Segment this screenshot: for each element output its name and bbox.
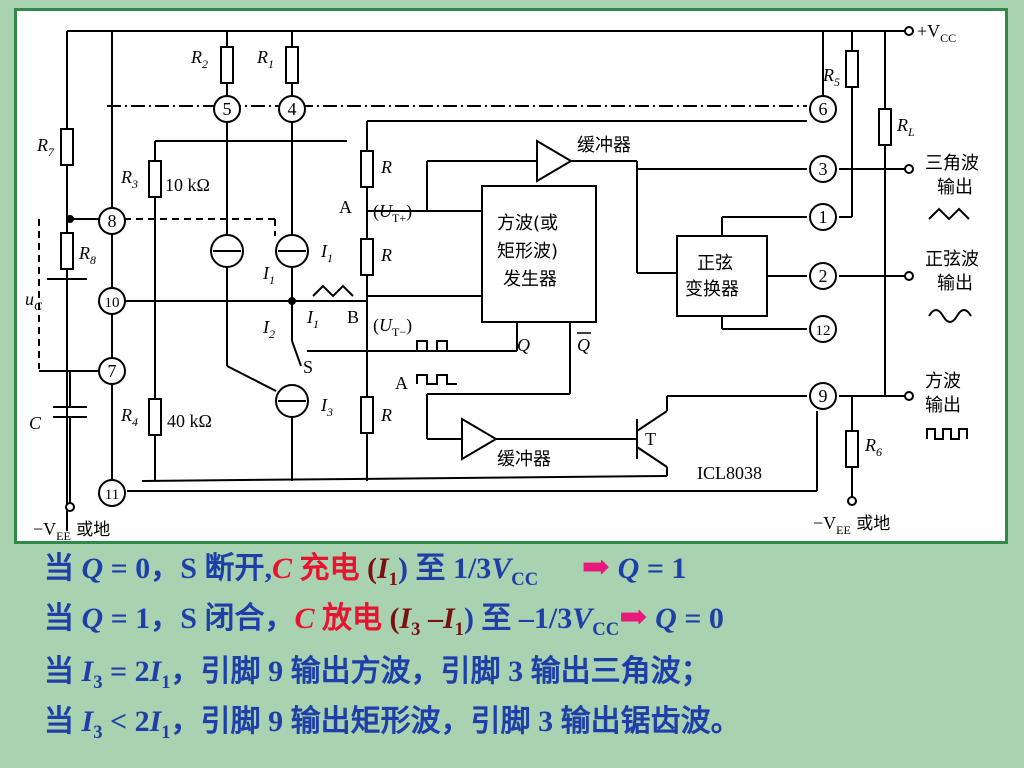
pin-1-label: 1 bbox=[819, 207, 828, 227]
pin-2-circle bbox=[809, 262, 837, 290]
generator-line-2: 矩形波) bbox=[497, 241, 558, 262]
svg-text:R1: R1 bbox=[256, 47, 274, 71]
pin-5-circle bbox=[213, 95, 241, 123]
r3-label: 3 bbox=[131, 177, 138, 191]
triangle-out-2: 输出 bbox=[937, 177, 973, 198]
pin-4-label: 4 bbox=[288, 99, 297, 119]
arrow-icon: ➡ bbox=[581, 549, 611, 586]
svg-text:R4: R4 bbox=[120, 405, 138, 429]
pin-1-circle bbox=[809, 203, 837, 231]
pin-11-label: 11 bbox=[105, 487, 119, 503]
svg-text:I1: I1 bbox=[262, 263, 275, 287]
uc-sub: C bbox=[34, 299, 43, 313]
r2-label: 2 bbox=[202, 57, 208, 71]
pin-10-circle bbox=[98, 287, 126, 315]
svg-text:−VEE 或地: −VEE 或地 bbox=[33, 519, 110, 541]
sine-converter-line-2: 变换器 bbox=[685, 279, 739, 300]
sine-converter-line-1: 正弦 bbox=[697, 253, 733, 274]
r8-label: 8 bbox=[90, 253, 96, 267]
q-label: Q bbox=[517, 335, 530, 355]
switch-label: S bbox=[303, 357, 313, 377]
pin-3-circle bbox=[809, 155, 837, 183]
svg-text:R7: R7 bbox=[36, 135, 55, 159]
svg-text:R2: R2 bbox=[190, 47, 208, 71]
sine-out-2: 输出 bbox=[937, 273, 973, 294]
pin-11-circle bbox=[98, 479, 126, 507]
svg-text:I3: I3 bbox=[320, 395, 333, 419]
r3-value: 10 kΩ bbox=[165, 175, 210, 195]
pin-9-circle bbox=[809, 382, 837, 410]
r4-label: 4 bbox=[132, 415, 138, 429]
generator-line-1: 方波(或 bbox=[497, 213, 558, 234]
pin-2-label: 2 bbox=[819, 266, 828, 286]
pin-8-label: 8 bbox=[108, 211, 117, 231]
rl-label: L bbox=[907, 125, 915, 139]
svg-text:R8: R8 bbox=[78, 243, 96, 267]
svg-text:R5: R5 bbox=[822, 65, 840, 89]
pin-7-circle bbox=[98, 357, 126, 385]
svg-text:+VCC: +VCC bbox=[917, 21, 956, 45]
svg-text:R: R bbox=[380, 245, 392, 265]
pin-6-label: 6 bbox=[819, 99, 828, 119]
node-a-label: A bbox=[339, 197, 352, 217]
svg-text:RL: RL bbox=[896, 115, 915, 139]
pin-12-circle bbox=[809, 315, 837, 343]
svg-text:(UT−): (UT−) bbox=[373, 315, 412, 339]
svg-text:R3: R3 bbox=[120, 167, 138, 191]
pin-10-label: 10 bbox=[105, 295, 120, 311]
r5-label: 5 bbox=[834, 75, 840, 89]
r7-label: 7 bbox=[48, 145, 55, 159]
cap-label: C bbox=[29, 413, 42, 433]
node-a2-label: A bbox=[395, 373, 408, 393]
pin-9-label: 9 bbox=[819, 386, 828, 406]
vcc-label: +V bbox=[917, 21, 940, 41]
svg-text:R6: R6 bbox=[864, 435, 882, 459]
node-b-label: B bbox=[347, 307, 359, 327]
ut-minus-sub: T− bbox=[392, 325, 406, 339]
arrow-icon: ➡ bbox=[619, 599, 648, 636]
svg-text:uC: uC bbox=[25, 289, 43, 313]
transistor-label: T bbox=[645, 429, 656, 449]
r4-value: 40 kΩ bbox=[167, 411, 212, 431]
pin-12-label: 12 bbox=[816, 323, 831, 339]
svg-text:−VEE 或地: −VEE 或地 bbox=[813, 513, 890, 537]
generator-line-3: 发生器 bbox=[503, 269, 557, 290]
pin-4-circle bbox=[278, 95, 306, 123]
note-line-3: 当 I3 = 2I1，引脚 9 输出方波，引脚 3 输出三角波； bbox=[44, 655, 711, 693]
square-out-2: 输出 bbox=[925, 395, 961, 416]
pin-3-label: 3 bbox=[819, 159, 828, 179]
chip-name: ICL8038 bbox=[697, 463, 762, 483]
vee-label-left: −V bbox=[33, 519, 56, 539]
qbar-label: Q bbox=[577, 335, 590, 355]
pin-7-label: 7 bbox=[108, 361, 117, 381]
note-line-2: 当 Q = 1，S 闭合，C 放电 (I3 –I1) 至 –1/3VCC➡ Q … bbox=[44, 599, 724, 640]
triangle-out-1: 三角波 bbox=[925, 153, 979, 174]
note-line-1: 当 Q = 0，S 断开,C 充电 (I1) 至 1/3VCC ➡ Q = 1 bbox=[44, 549, 687, 590]
svg-text:I1: I1 bbox=[306, 307, 319, 331]
vcc-sub: CC bbox=[940, 31, 956, 45]
pin-8-circle bbox=[98, 207, 126, 235]
buffer-top-label: 缓冲器 bbox=[577, 135, 631, 156]
pin-5-label: 5 bbox=[223, 99, 232, 119]
r1-label: 1 bbox=[268, 57, 274, 71]
ut-plus-sub: T+ bbox=[392, 211, 406, 225]
note-line-4: 当 I3 < 2I1，引脚 9 输出矩形波，引脚 3 输出锯齿波。 bbox=[44, 705, 741, 743]
pin-6-circle bbox=[809, 95, 837, 123]
svg-text:I1: I1 bbox=[320, 241, 333, 265]
r6-label: 6 bbox=[876, 445, 882, 459]
svg-text:R: R bbox=[380, 405, 392, 425]
explanation-notes: 当 Q = 0，S 断开,C 充电 (I1) 至 1/3VCC ➡ Q = 1 … bbox=[44, 548, 1004, 760]
square-out-1: 方波 bbox=[925, 371, 961, 392]
sine-out-1: 正弦波 bbox=[925, 249, 979, 270]
svg-text:I2: I2 bbox=[262, 317, 275, 341]
svg-text:(UT+): (UT+) bbox=[373, 201, 412, 225]
svg-text:R: R bbox=[380, 157, 392, 177]
vee-label-right: −V bbox=[813, 513, 836, 533]
buffer-bottom-label: 缓冲器 bbox=[497, 449, 551, 470]
